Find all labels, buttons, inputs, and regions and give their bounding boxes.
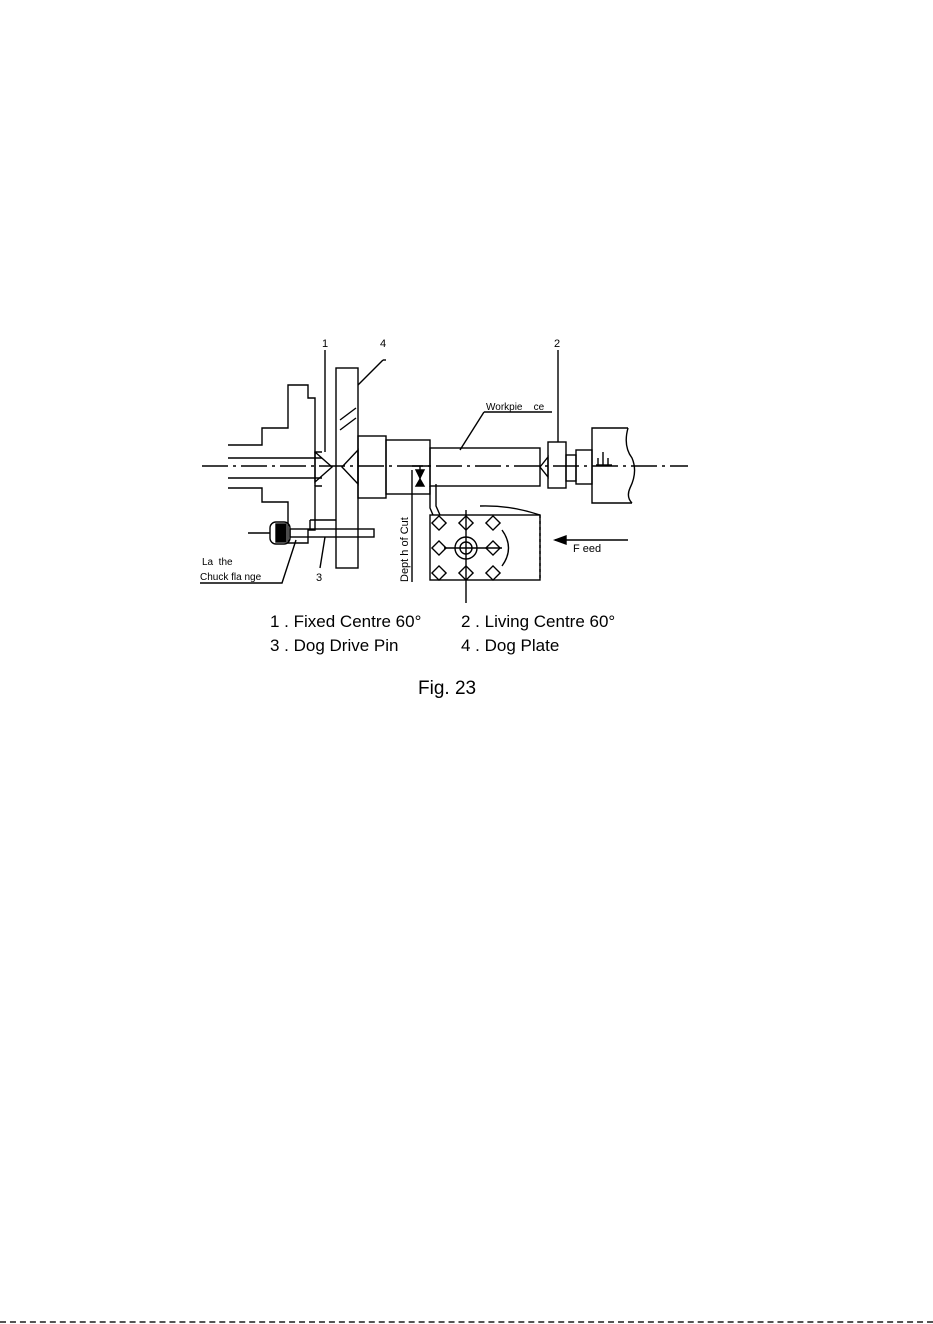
callout-4-label: 4 — [380, 338, 386, 350]
page-bottom-rule — [0, 1321, 933, 1323]
callout-2-label: 2 — [554, 338, 560, 350]
living-centre — [540, 350, 592, 488]
legend-item-4: 4 . Dog Plate — [461, 636, 559, 656]
workpiece-label: Workpie ce — [486, 402, 545, 413]
legend-item-3: 3 . Dog Drive Pin — [270, 636, 399, 656]
depth-of-cut-label: Dept h of Cut — [399, 517, 411, 582]
tool-holder — [430, 484, 540, 603]
dog-drive-pin — [248, 520, 374, 568]
lathe-label: La the — [202, 557, 233, 568]
callout-3-label: 3 — [316, 572, 322, 584]
workpiece — [342, 412, 552, 498]
feed-label: F eed — [573, 543, 601, 555]
lathe-chuck — [228, 385, 322, 543]
chuck-flange-label: Chuck fla nge — [200, 572, 262, 583]
depth-of-cut-marker — [412, 466, 430, 582]
callout-1-label: 1 — [322, 338, 328, 350]
figure-caption: Fig. 23 — [418, 678, 476, 700]
legend-item-1: 1 . Fixed Centre 60° — [270, 612, 421, 632]
legend-item-2: 2 . Living Centre 60° — [461, 612, 615, 632]
